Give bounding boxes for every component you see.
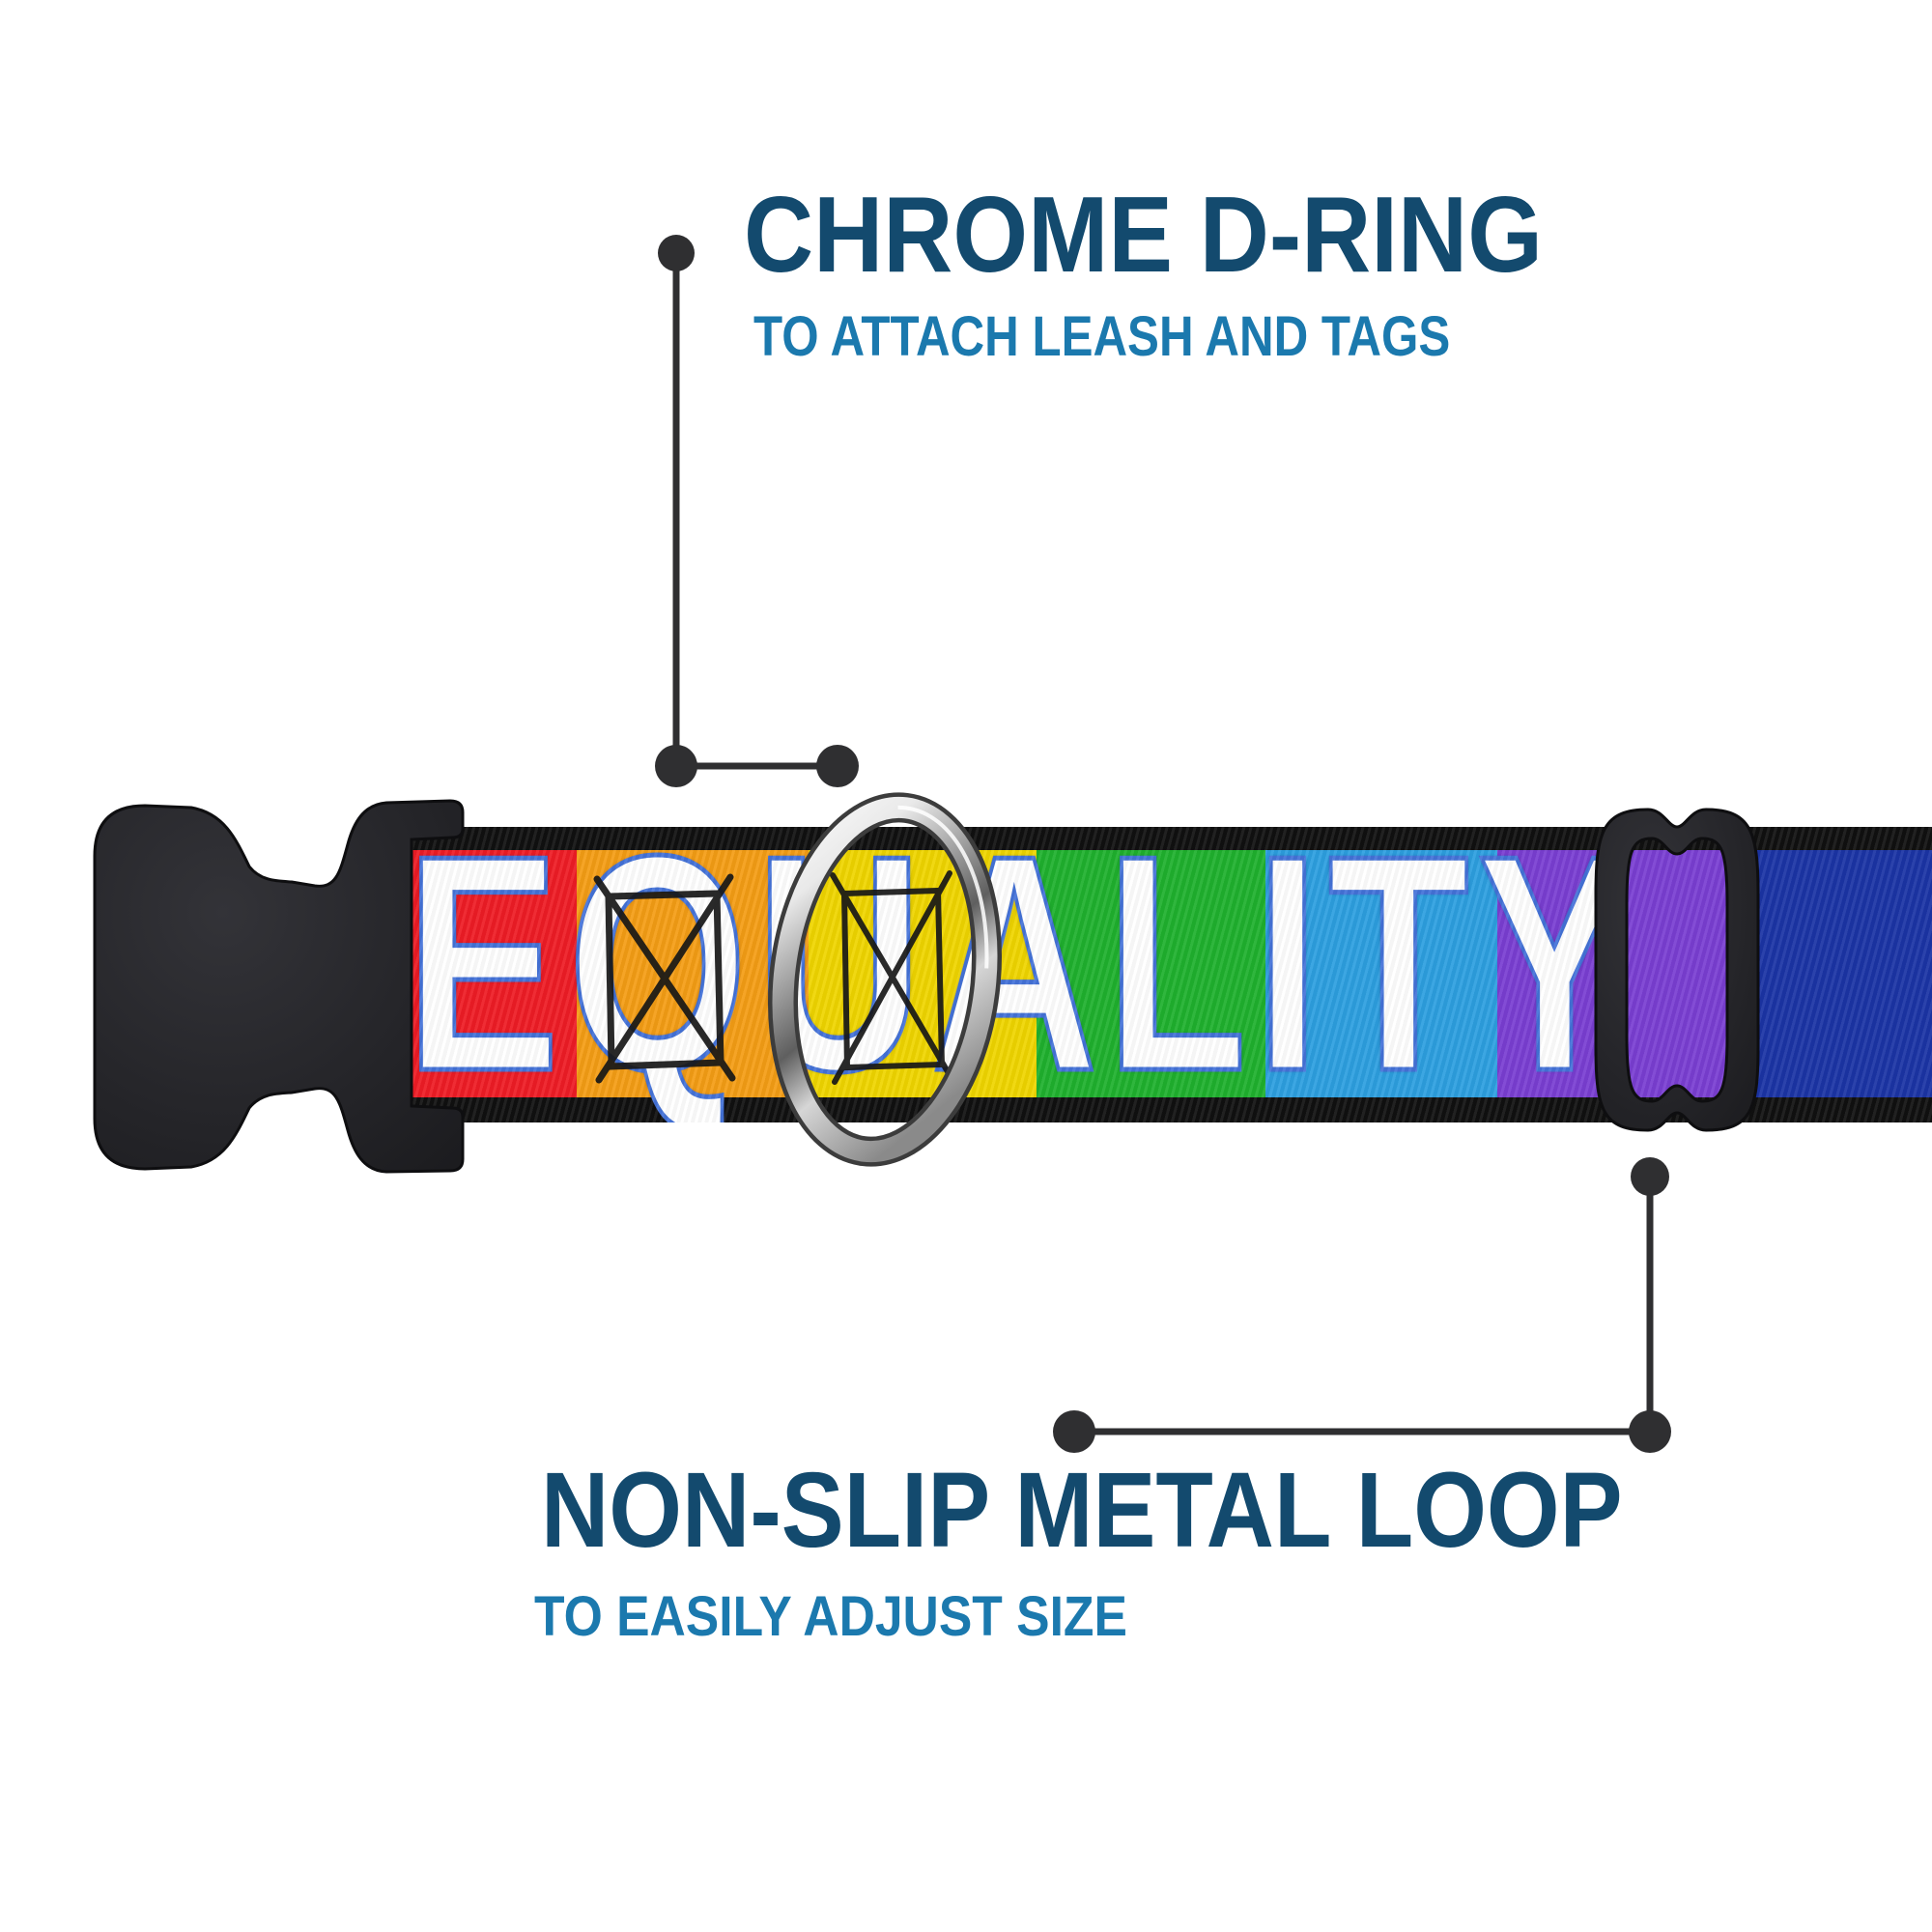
- loop-callout-line: [1053, 1157, 1671, 1453]
- dring-title: CHROME D-RING: [744, 175, 1543, 295]
- callout-dot: [816, 745, 859, 787]
- callout-dot: [1629, 1410, 1671, 1453]
- stripe-navy-blue: [1729, 850, 1932, 1097]
- stripe-sky-blue: [1265, 850, 1497, 1097]
- stripe-red: [410, 850, 577, 1097]
- callout-dot: [658, 235, 695, 271]
- dring-subtitle: TO ATTACH LEASH AND TAGS: [753, 305, 1451, 368]
- loop-title: NON-SLIP METAL LOOP: [541, 1451, 1623, 1570]
- stitch-box-left: [593, 873, 736, 1084]
- loop-subtitle: TO EASILY ADJUST SIZE: [534, 1585, 1127, 1648]
- stitch-box-right: [830, 870, 955, 1085]
- callout-dot: [1631, 1157, 1669, 1196]
- callout-dot: [1053, 1410, 1095, 1453]
- metal-slider-icon: [1594, 808, 1760, 1132]
- callout-dot: [655, 745, 697, 787]
- chrome-d-ring-icon: [767, 792, 1003, 1167]
- buckle-icon: [93, 799, 465, 1174]
- dring-callout-line: [655, 235, 859, 787]
- stripe-green: [1037, 850, 1265, 1097]
- equality-text: EQUALITY: [410, 827, 1640, 1122]
